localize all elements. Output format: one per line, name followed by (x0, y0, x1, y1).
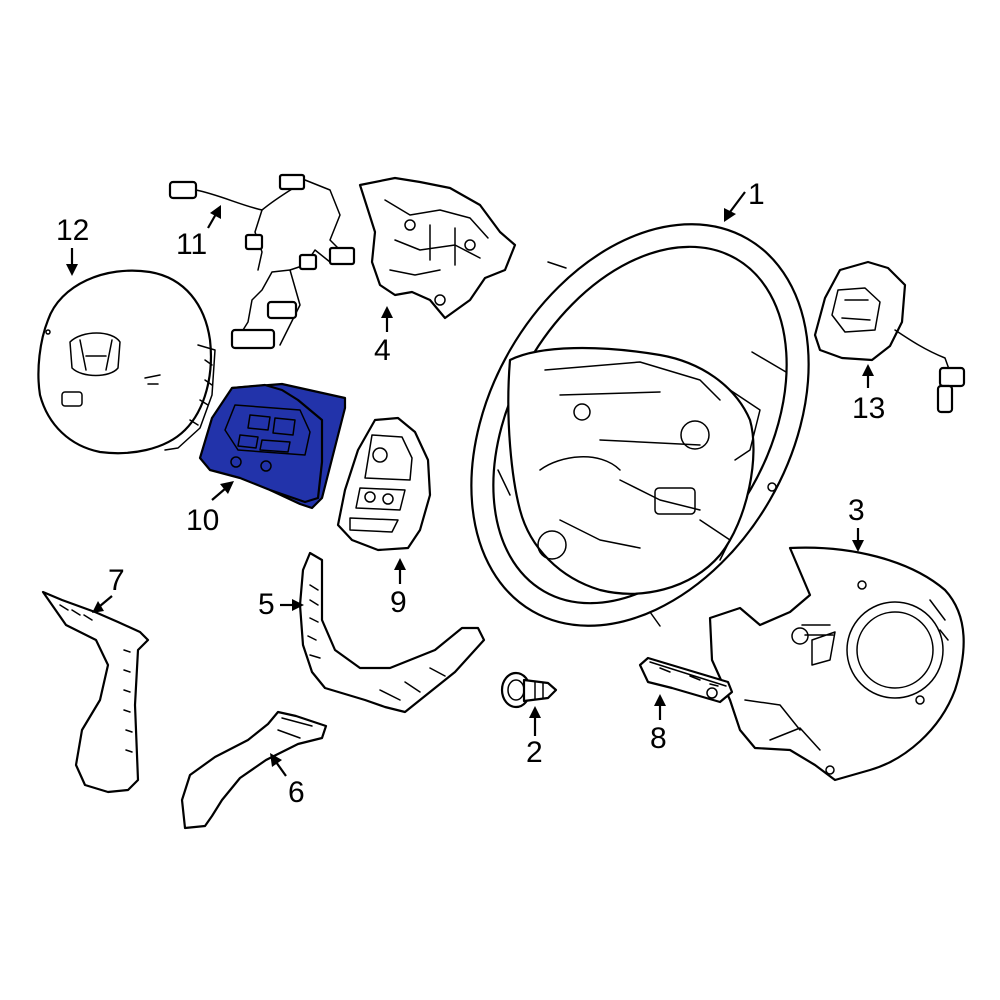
part-5-trim-bezel[interactable] (298, 551, 486, 714)
part-2-bolt[interactable] (500, 671, 558, 709)
callout-2: 2 (526, 706, 543, 769)
callout-11: 11 (176, 205, 221, 261)
callout-number-9: 9 (390, 586, 407, 619)
callout-1: 1 (724, 178, 765, 222)
callout-number-5: 5 (258, 588, 275, 621)
callout-number-11: 11 (176, 228, 207, 261)
callout-number-3: 3 (848, 494, 865, 527)
part-4-bracket[interactable] (358, 176, 517, 320)
part-7-side-trim[interactable] (41, 590, 150, 794)
part-3-lower-cover[interactable] (708, 546, 965, 782)
callout-number-8: 8 (650, 722, 667, 755)
part-10-left-switch-highlighted[interactable] (198, 382, 347, 510)
callout-7: 7 (92, 564, 125, 613)
callout-number-6: 6 (288, 776, 305, 809)
part-9-right-switch[interactable] (336, 416, 432, 552)
callout-5: 5 (258, 588, 304, 621)
part-6-lower-trim[interactable] (180, 710, 328, 830)
part-1-steering-wheel[interactable] (403, 164, 878, 686)
part-11-wire-harness[interactable] (168, 173, 356, 350)
callout-13: 13 (852, 364, 885, 425)
callout-number-12: 12 (56, 214, 89, 247)
callout-6: 6 (270, 753, 305, 809)
callout-number-13: 13 (852, 392, 885, 425)
callout-9: 9 (390, 558, 407, 619)
part-8-switch-module[interactable] (638, 656, 734, 704)
callout-12: 12 (56, 214, 89, 276)
callout-number-10: 10 (186, 504, 219, 537)
part-12-airbag[interactable] (37, 269, 216, 455)
honda-logo-icon (69, 332, 121, 377)
callout-4: 4 (374, 306, 393, 367)
callout-8: 8 (650, 694, 667, 755)
callout-number-4: 4 (374, 334, 391, 367)
part-13-switch-cable[interactable] (813, 260, 966, 414)
callout-number-2: 2 (526, 736, 543, 769)
callout-10: 10 (186, 481, 234, 537)
callout-3: 3 (848, 494, 865, 552)
callout-number-1: 1 (748, 178, 765, 211)
callout-number-7: 7 (108, 564, 125, 597)
